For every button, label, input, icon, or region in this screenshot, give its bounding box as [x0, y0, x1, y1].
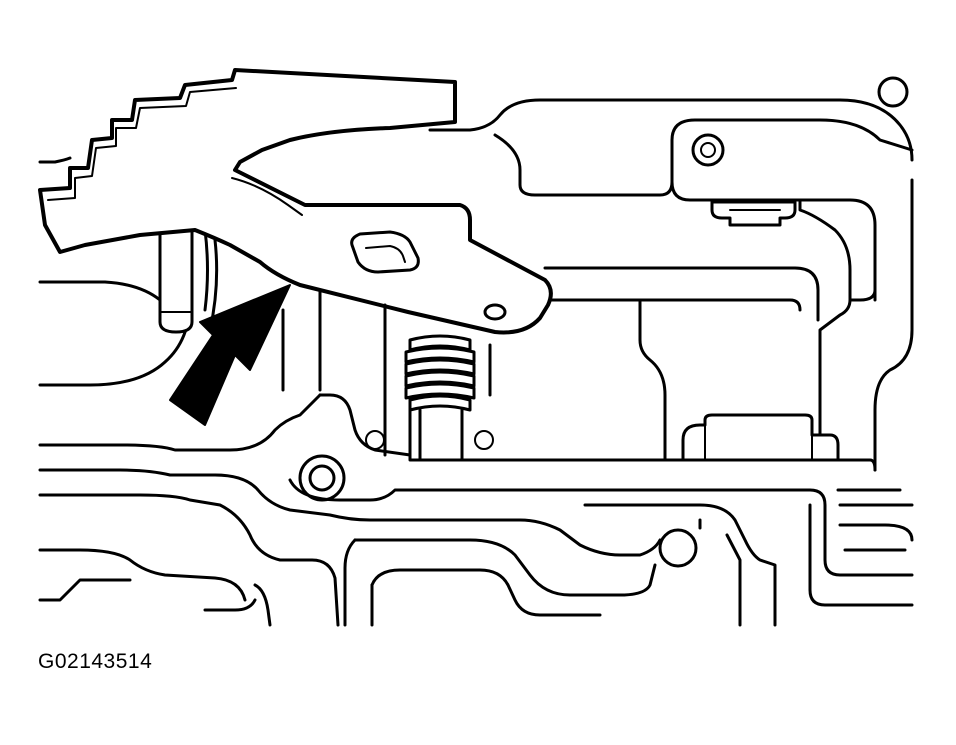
pointer-arrow-icon — [169, 284, 291, 426]
separator-plate-channels — [38, 383, 914, 627]
manual-detent-lever — [38, 68, 553, 335]
detent-spring — [383, 303, 492, 462]
valve-body-illustration — [38, 68, 914, 627]
figure-id-label: G02143514 — [38, 650, 153, 673]
valve-body-casting — [428, 76, 914, 472]
